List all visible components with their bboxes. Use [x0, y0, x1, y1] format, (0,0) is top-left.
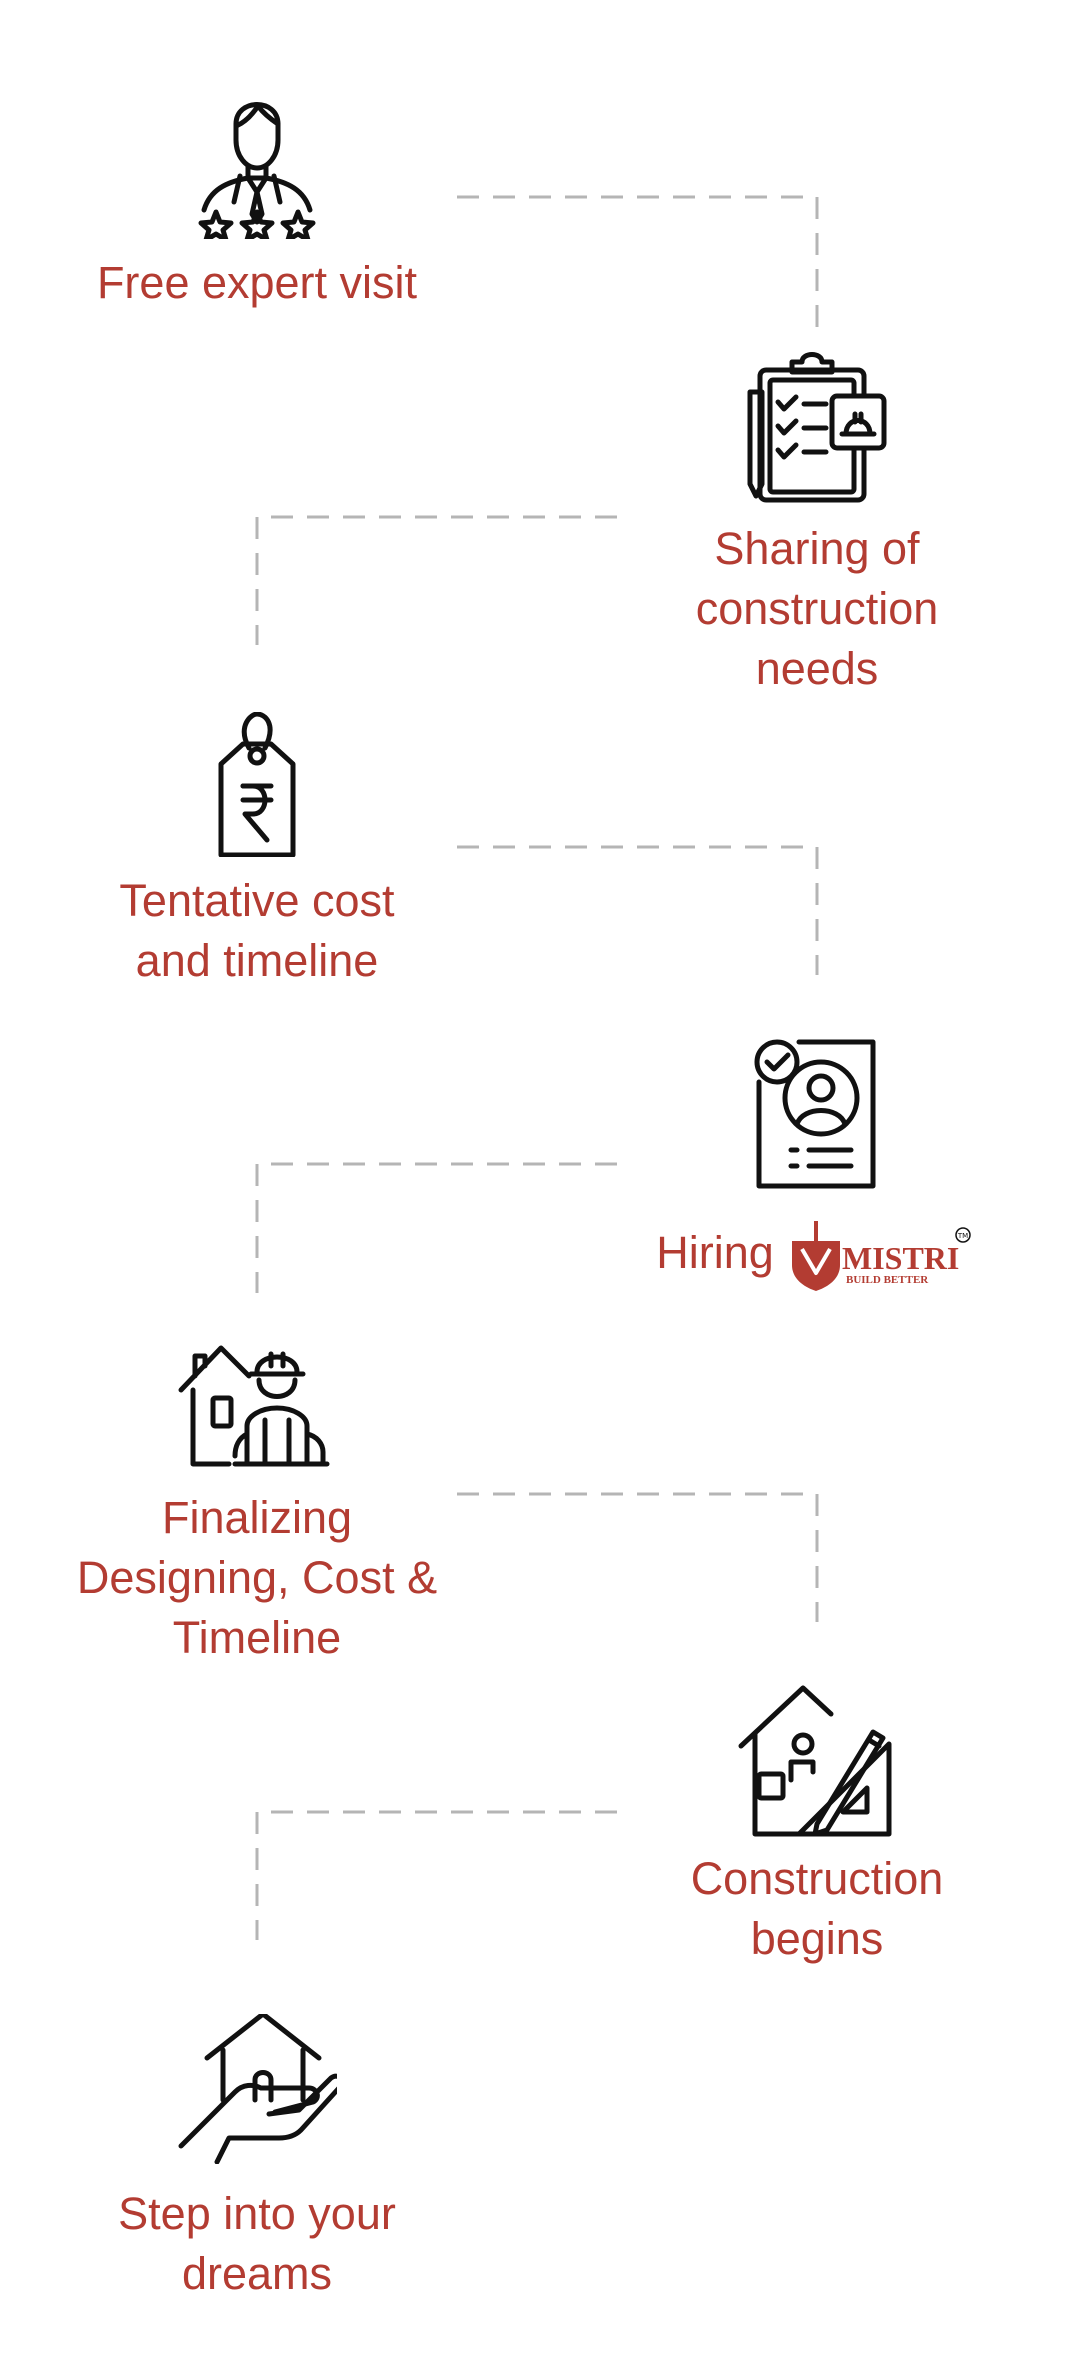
step-label-line: Step into your — [118, 2188, 396, 2239]
profile-document-icon — [754, 1039, 876, 1189]
connector-5-6 — [457, 1492, 819, 1622]
step-label-line: Finalizing — [161, 1492, 353, 1543]
brand-tagline: BUILD BETTER — [846, 1274, 929, 1286]
step-label-line: begins — [750, 1913, 884, 1964]
expert-rating-icon — [198, 102, 316, 239]
step-tentative-cost-timeline: Tentative cost and timeline — [57, 712, 457, 991]
trowel-shield-icon — [791, 1221, 840, 1291]
step-into-dreams: Step into your dreams — [57, 2014, 457, 2304]
step-finalizing-design: Finalizing Designing, Cost & Timeline — [57, 1340, 457, 1668]
step-free-expert-visit: Free expert visit — [57, 84, 457, 313]
trademark-mark: TM — [957, 1232, 968, 1240]
connector-1-2 — [457, 195, 819, 327]
connector-2-3 — [255, 515, 617, 645]
connector-3-4 — [457, 845, 819, 975]
brand-name: MISTRI — [842, 1240, 959, 1276]
step-label-line: Designing, Cost & — [76, 1552, 438, 1603]
house-worker-icon — [178, 1345, 330, 1467]
step-label-line: construction — [695, 583, 939, 634]
house-design-tools-icon — [738, 1685, 892, 1837]
connector-4-5 — [255, 1162, 617, 1293]
step-label-line: Construction — [690, 1853, 944, 1904]
rupee-price-tag-icon — [218, 712, 296, 857]
step-construction-begins: Construction begins — [617, 1684, 1017, 1969]
connector-6-7 — [255, 1810, 617, 1940]
step-label-line: Tentative cost — [119, 875, 395, 926]
step-hiring: Hiring MISTRI BUILD BETTER TM — [617, 1036, 1017, 1293]
step-label: Free expert visit — [96, 257, 418, 308]
step-label-line: needs — [755, 643, 879, 694]
step-label-line: Timeline — [172, 1612, 342, 1663]
step-label-line: dreams — [181, 2248, 333, 2299]
step-sharing-construction-needs: Sharing of construction needs — [617, 352, 1017, 699]
step-label-line: Sharing of — [714, 523, 920, 574]
clipboard-checklist-icon — [747, 352, 887, 503]
house-in-hand-icon — [178, 2014, 337, 2164]
step-label: Hiring — [656, 1227, 774, 1278]
step-label-line: and timeline — [135, 935, 379, 986]
mistri-logo: MISTRI BUILD BETTER TM — [791, 1221, 971, 1291]
